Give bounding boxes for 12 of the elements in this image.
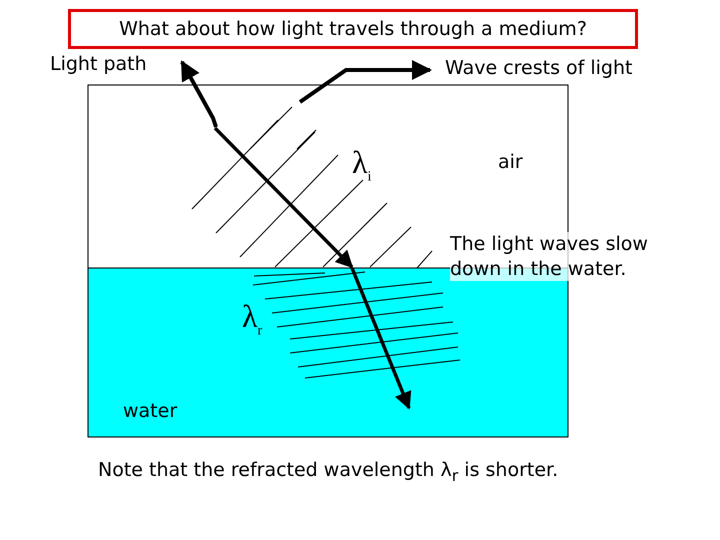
wavelength-symbol: λ$_{r}$	[242, 300, 262, 338]
title-box: What about how light travels through a medium?	[68, 9, 638, 49]
path-label: Light path	[50, 52, 147, 77]
note-text: Note that the refracted wavelength λ$_{r}$ is shorter.	[98, 458, 558, 486]
light-ray-drawing	[214, 126, 412, 410]
medium-label: air	[498, 150, 523, 175]
medium-label: water	[123, 399, 178, 424]
leader-arrow	[180, 60, 218, 128]
crest-label: Wave crests of light	[445, 56, 632, 81]
leader-arrow	[298, 60, 432, 104]
wavelength-symbol: λ$_{i}$	[352, 146, 372, 184]
wave-crest-lines-drawing	[192, 106, 432, 268]
